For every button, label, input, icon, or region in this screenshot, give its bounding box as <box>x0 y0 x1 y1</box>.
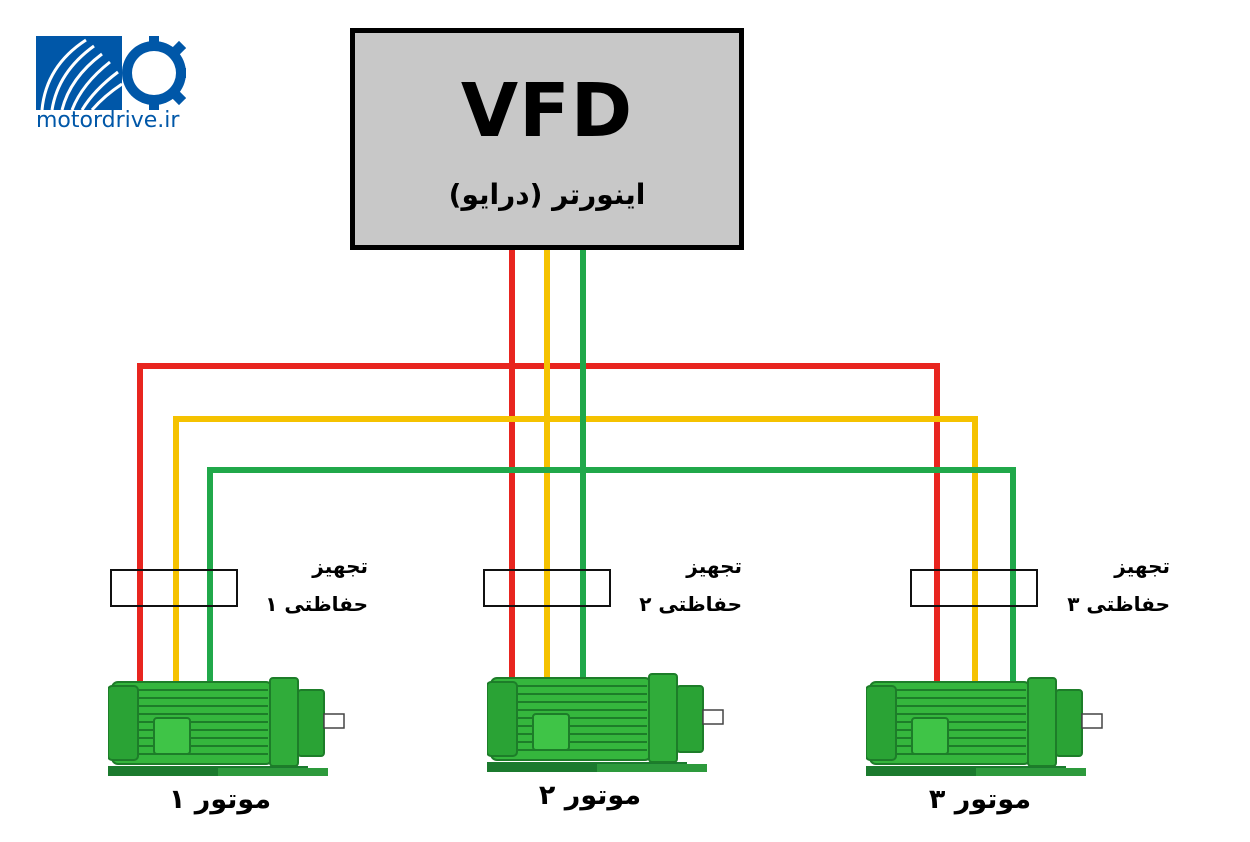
logo-site-name[interactable]: motordrive.ir <box>36 108 180 133</box>
protection-device-2-label: تجهیز حفاظتی ۲ <box>592 547 742 623</box>
vfd-box <box>350 28 744 250</box>
motor-3-label: موتور ۳ <box>928 784 1032 815</box>
motor-2-label: موتور ۲ <box>538 780 642 811</box>
protection-device-3-box <box>910 569 1038 607</box>
protection-device-1-box <box>110 569 238 607</box>
motordrive-logo <box>36 36 186 110</box>
protection-device-2-line1: تجهیز <box>686 554 742 578</box>
protection-device-3-line2: حفاظتی ۳ <box>1067 592 1170 616</box>
protection-device-3-line1: تجهیز <box>1114 554 1170 578</box>
electric-motor-icon-3 <box>866 677 1103 777</box>
protection-device-1-line2: حفاظتی ۱ <box>265 592 368 616</box>
protection-device-3-label: تجهیز حفاظتی ۳ <box>1020 547 1170 623</box>
electric-motor-icon-2 <box>487 673 724 773</box>
protection-device-1-line1: تجهیز <box>312 554 368 578</box>
protection-device-2-box <box>483 569 611 607</box>
motor-1-label: موتور ۱ <box>168 784 272 815</box>
protection-device-1-label: تجهیز حفاظتی ۱ <box>218 547 368 623</box>
electric-motor-icon-1 <box>108 677 345 777</box>
vfd-subtitle: اینورتر (درایو) <box>448 178 646 211</box>
vfd-title: VFD <box>460 68 634 154</box>
protection-device-2-line2: حفاظتی ۲ <box>639 592 742 616</box>
